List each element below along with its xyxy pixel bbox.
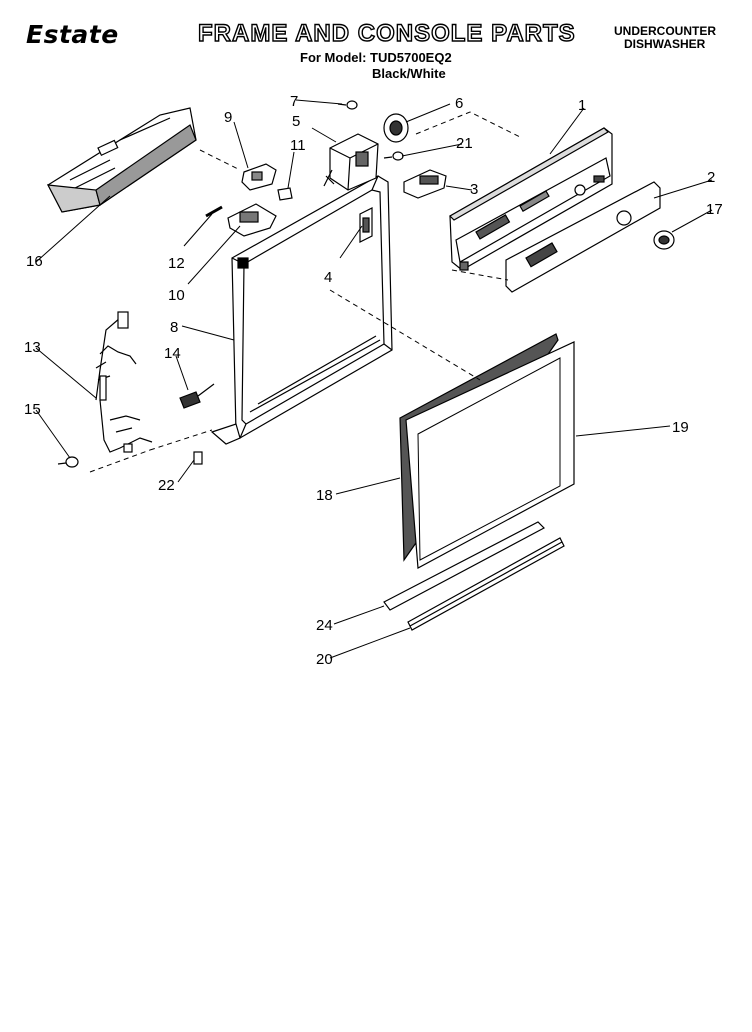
callout-18: 18 (316, 487, 333, 504)
part-17-knob (653, 230, 675, 250)
page-title: FRAME AND CONSOLE PARTS (197, 19, 576, 47)
part-21-screw (383, 151, 404, 161)
callout-11: 11 (290, 137, 306, 154)
part-2-console-overlay (505, 181, 661, 293)
part-5-timer-switch (323, 133, 379, 191)
part-20-trim-strip (407, 537, 565, 631)
callout-12: 12 (168, 255, 185, 272)
part-14-switch (179, 383, 215, 409)
callout-19: 19 (672, 419, 689, 436)
part-12-pin (205, 205, 223, 218)
callout-15: 15 (24, 401, 41, 418)
part-15-screw (57, 456, 79, 468)
callout-16: 16 (26, 253, 43, 270)
part-11-clip (277, 187, 293, 201)
part-8-door-frame (210, 175, 393, 445)
part-3-switch (403, 169, 447, 199)
part-7-screw (337, 100, 358, 110)
callout-10: 10 (168, 287, 185, 304)
callout-5: 5 (292, 113, 300, 130)
callout-2: 2 (707, 169, 715, 186)
callout-20: 20 (316, 651, 333, 668)
callout-21: 21 (456, 135, 473, 152)
part-9-bracket (241, 163, 277, 191)
appliance-type-line1: UNDERCOUNTER (614, 24, 716, 38)
callout-1: 1 (578, 97, 586, 114)
brand-logo: Estate (26, 20, 119, 49)
callout-3: 3 (470, 181, 478, 198)
callout-24: 24 (316, 617, 333, 634)
part-13-wire-harness (95, 311, 153, 453)
appliance-type-line2: DISHWASHER (624, 37, 706, 51)
callout-22: 22 (158, 477, 175, 494)
model-number: For Model: TUD5700EQ2 (300, 50, 452, 65)
callout-9: 9 (224, 109, 232, 126)
callout-8: 8 (170, 319, 178, 336)
callout-4: 4 (324, 269, 332, 286)
callout-14: 14 (164, 345, 181, 362)
callout-numbers: 1 2 3 4 5 6 7 8 9 10 11 12 13 14 15 16 1… (24, 93, 723, 668)
part-16-vent-housing (46, 107, 197, 213)
part-6-knob (383, 113, 409, 143)
callout-17: 17 (706, 201, 723, 218)
part-22-clip (193, 451, 203, 465)
part-24-trim-strip (383, 521, 545, 611)
color-variant: Black/White (372, 66, 446, 81)
callout-6: 6 (455, 95, 463, 112)
callout-7: 7 (290, 93, 298, 110)
part-19-door-panel (405, 341, 575, 569)
leader-lines (35, 99, 713, 659)
part-1-console-panel (449, 127, 613, 271)
callout-13: 13 (24, 339, 41, 356)
alignment-dashed-lines (89, 111, 523, 473)
part-10-mount (227, 203, 277, 237)
